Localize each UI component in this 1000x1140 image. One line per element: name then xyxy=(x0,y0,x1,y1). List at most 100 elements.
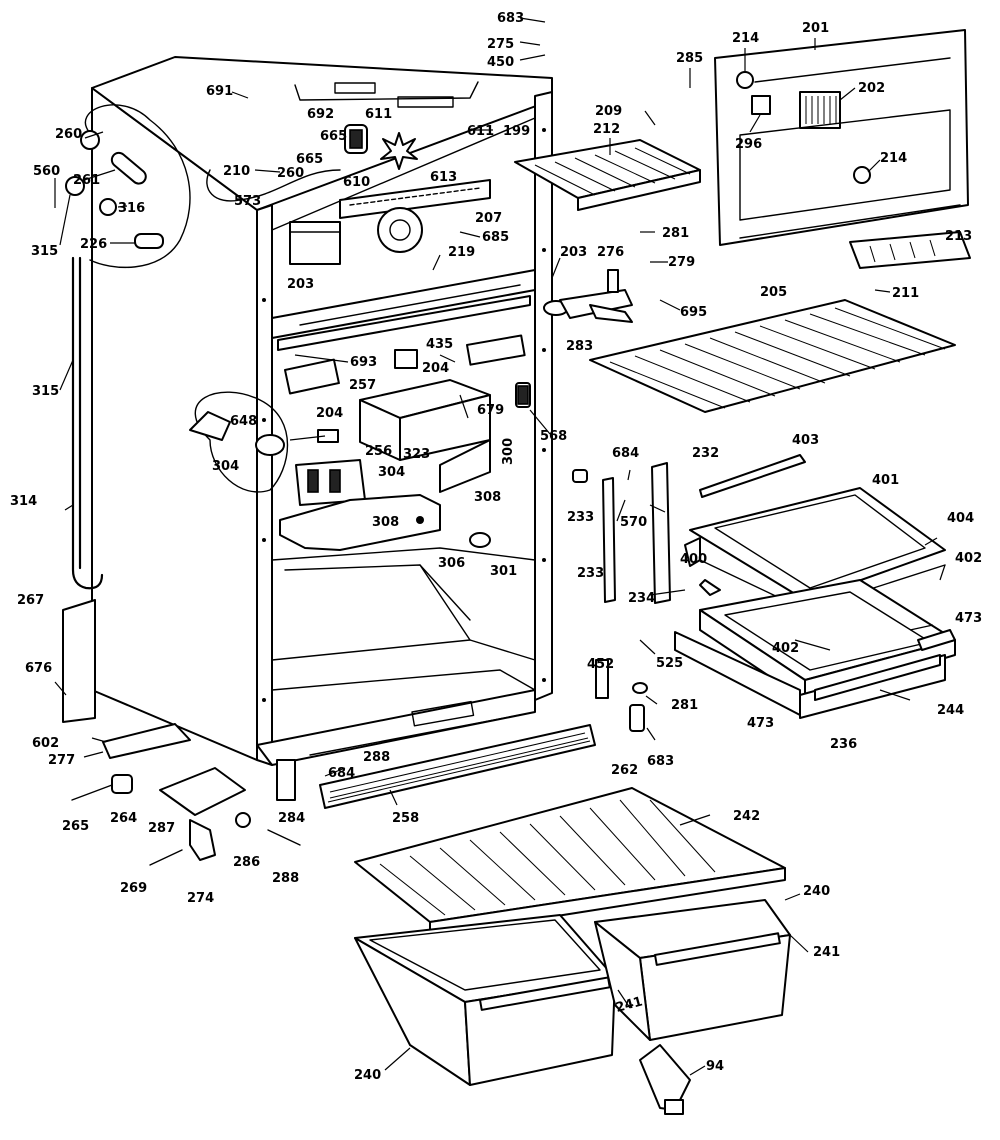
flange-holes xyxy=(262,128,546,702)
label-323: 323 xyxy=(403,447,430,462)
label-308: 308 xyxy=(372,515,399,530)
label-267: 267 xyxy=(17,593,44,608)
label-665: 665 xyxy=(296,152,323,167)
label-199: 199 xyxy=(503,124,530,139)
label-283: 283 xyxy=(566,339,593,354)
label-679: 679 xyxy=(477,403,504,418)
label-287: 287 xyxy=(148,821,175,836)
label-613: 613 xyxy=(430,170,457,185)
label-684: 684 xyxy=(328,766,355,781)
label-691: 691 xyxy=(206,84,233,99)
label-301: 301 xyxy=(490,564,517,579)
label-404: 404 xyxy=(947,511,974,526)
leveling-hardware xyxy=(71,682,648,866)
control-housing xyxy=(284,334,531,493)
glass-shelf-401 xyxy=(684,454,946,611)
label-204: 204 xyxy=(316,406,343,421)
label-402: 402 xyxy=(955,551,982,566)
label-281: 281 xyxy=(662,226,689,241)
label-261: 261 xyxy=(73,173,100,188)
label-693: 693 xyxy=(350,355,377,370)
label-204: 204 xyxy=(422,361,449,376)
label-244: 244 xyxy=(937,703,964,718)
label-452: 452 xyxy=(587,657,614,672)
label-205: 205 xyxy=(760,285,787,300)
label-296: 296 xyxy=(735,137,762,152)
label-234: 234 xyxy=(628,591,655,606)
label-226: 226 xyxy=(80,237,107,252)
label-236: 236 xyxy=(830,737,857,752)
label-241: 241 xyxy=(813,945,840,960)
label-288: 288 xyxy=(272,871,299,886)
label-304: 304 xyxy=(378,465,405,480)
label-568: 568 xyxy=(540,429,567,444)
label-209: 209 xyxy=(595,104,622,119)
label-683: 683 xyxy=(647,754,674,769)
label-240: 240 xyxy=(354,1068,381,1083)
label-284: 284 xyxy=(278,811,305,826)
label-279: 279 xyxy=(668,255,695,270)
part-number-labels: 683 275 450 285 214 201 691 692 611 611 … xyxy=(10,11,982,1083)
label-401: 401 xyxy=(872,473,899,488)
label-260: 260 xyxy=(55,127,82,142)
label-314: 314 xyxy=(10,494,37,509)
crisper-drawer-left-240 xyxy=(354,914,616,1086)
label-232: 232 xyxy=(692,446,719,461)
label-450: 450 xyxy=(487,55,514,70)
label-211: 211 xyxy=(892,286,919,301)
label-260: 260 xyxy=(277,166,304,181)
label-241: 241 xyxy=(614,994,644,1016)
label-286: 286 xyxy=(233,855,260,870)
label-288: 288 xyxy=(363,750,390,765)
label-685: 685 xyxy=(482,230,509,245)
ice-tray-213 xyxy=(849,231,971,269)
hinge-assembly xyxy=(543,269,633,323)
label-403: 403 xyxy=(792,433,819,448)
kick-grille-258 xyxy=(319,724,596,809)
label-648: 648 xyxy=(230,414,257,429)
label-277: 277 xyxy=(48,753,75,768)
evaporator-cover-201 xyxy=(714,29,969,246)
freezer-shelf-205 xyxy=(589,299,956,413)
label-304: 304 xyxy=(212,459,239,474)
label-306: 306 xyxy=(438,556,465,571)
label-573: 573 xyxy=(234,194,261,209)
label-258: 258 xyxy=(392,811,419,826)
label-264: 264 xyxy=(110,811,137,826)
ice-rack-212 xyxy=(514,139,701,211)
label-240: 240 xyxy=(803,884,830,899)
label-213: 213 xyxy=(945,229,972,244)
label-233: 233 xyxy=(567,510,594,525)
label-257: 257 xyxy=(349,378,376,393)
label-202: 202 xyxy=(858,81,885,96)
label-473: 473 xyxy=(747,716,774,731)
left-side-parts xyxy=(62,130,191,759)
label-201: 201 xyxy=(802,21,829,36)
crisper-drawer-right-240 xyxy=(594,899,791,1041)
label-233: 233 xyxy=(577,566,604,581)
label-315: 315 xyxy=(32,384,59,399)
label-275: 275 xyxy=(487,37,514,52)
label-560: 560 xyxy=(33,164,60,179)
label-610: 610 xyxy=(343,175,370,190)
rail-203 xyxy=(271,269,536,351)
fan-motor-assembly xyxy=(289,124,491,265)
cutaway-outline xyxy=(84,104,341,493)
label-256: 256 xyxy=(365,444,392,459)
label-665: 665 xyxy=(320,129,347,144)
label-265: 265 xyxy=(62,819,89,834)
label-525: 525 xyxy=(656,656,683,671)
label-214: 214 xyxy=(880,151,907,166)
label-695: 695 xyxy=(680,305,707,320)
leader-lines xyxy=(54,17,946,1076)
label-214: 214 xyxy=(732,31,759,46)
label-676: 676 xyxy=(25,661,52,676)
label-692: 692 xyxy=(307,107,334,122)
label-269: 269 xyxy=(120,881,147,896)
label-207: 207 xyxy=(475,211,502,226)
label-203: 203 xyxy=(287,277,314,292)
label-611: 611 xyxy=(365,107,392,122)
label-262: 262 xyxy=(611,763,638,778)
label-242: 242 xyxy=(733,809,760,824)
